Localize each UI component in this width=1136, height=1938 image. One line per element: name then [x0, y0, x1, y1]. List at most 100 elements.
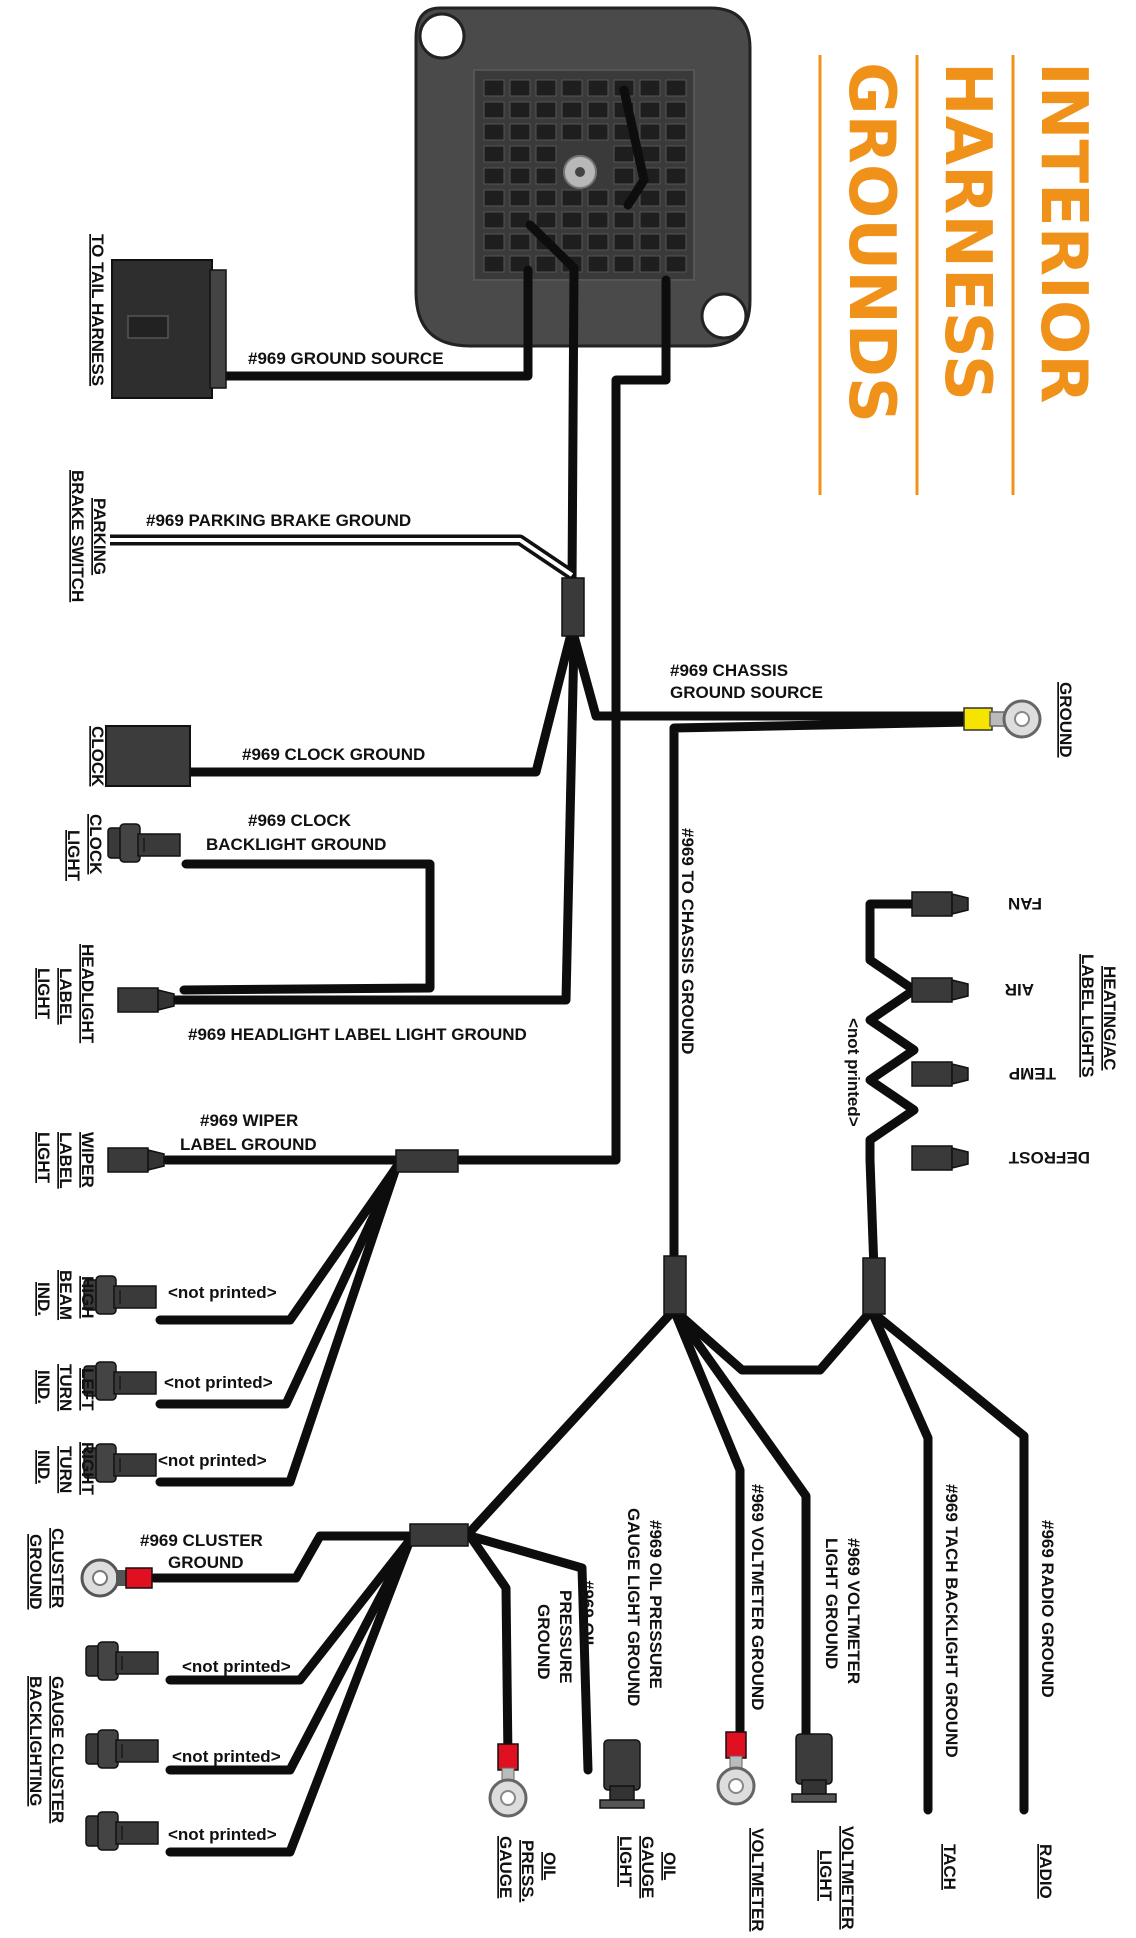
label-heating-ac-wire: <not printed> [844, 1018, 863, 1127]
fuse-slot [483, 145, 505, 163]
chassis-ground-eyelet-icon [963, 699, 1042, 739]
label-clock-backlight-1: #969 CLOCK [248, 811, 352, 830]
gauge-backlight-plug-icon [85, 1811, 159, 1851]
fuse-slot [509, 79, 531, 97]
headlight-label-plug-icon [117, 987, 175, 1013]
fuse-slot [665, 189, 687, 207]
label-radio-ground: #969 RADIO GROUND [1038, 1520, 1057, 1698]
label-parking-brake-ground: #969 PARKING BRAKE GROUND [146, 511, 411, 530]
fuse-slot [509, 123, 531, 141]
fuse-slot [561, 189, 583, 207]
fuse-slot [587, 233, 609, 251]
label-left-turn-wire: <not printed> [164, 1373, 273, 1392]
oil-gauge-light-plug-icon [599, 1739, 645, 1809]
component-radio: RADIO [1036, 1844, 1055, 1899]
fuse-slot [509, 101, 531, 119]
voltmeter-light-plug-icon [791, 1733, 837, 1803]
component-left-1: LEFT [78, 1368, 97, 1411]
component-headlight-1: HEADLIGHT [78, 944, 97, 1044]
wire-labels: #969 GROUND SOURCE #969 PARKING BRAKE GR… [140, 349, 823, 1844]
cluster-ground-eyelet-icon [80, 1558, 153, 1598]
fuse-slot [639, 101, 661, 119]
title-line-interior: INTERIOR [1026, 62, 1100, 404]
label-oil-pressure-3: GROUND [534, 1604, 553, 1680]
label-chassis-source-1: #969 CHASSIS [670, 661, 788, 680]
fuse-slots [483, 79, 687, 273]
title-line-harness: HARNESS [930, 62, 1004, 401]
fuse-slot [483, 79, 505, 97]
fuse-slot [535, 145, 557, 163]
component-right-2: TURN [56, 1446, 75, 1493]
label-wiper-1: #969 WIPER [200, 1111, 298, 1130]
fuse-slot [561, 211, 583, 229]
voltmeter-eyelet-icon [716, 1731, 756, 1806]
component-clock-light-2: LIGHT [64, 830, 83, 882]
fuse-slot [639, 233, 661, 251]
component-voltmeter-light-1: VOLTMETER [838, 1826, 857, 1930]
label-high-beam-wire: <not printed> [168, 1283, 277, 1302]
fuse-slot [613, 211, 635, 229]
component-cluster-1: CLUSTER [48, 1528, 67, 1608]
label-clock-backlight-2: BACKLIGHT GROUND [206, 835, 386, 854]
component-headlight-2: LABEL [56, 968, 75, 1025]
fuse-slot [665, 145, 687, 163]
fuse-slot [483, 101, 505, 119]
label-gauge-bl-wire-3: <not printed> [168, 1825, 277, 1844]
component-high-2: BEAM [56, 1270, 75, 1320]
component-oil-press-3: GAUGE [496, 1836, 515, 1898]
component-oil-press-2: PRESS. [518, 1840, 537, 1902]
fuse-slot [613, 167, 635, 185]
fuse-slot [483, 211, 505, 229]
fuse-slot [587, 255, 609, 273]
label-voltmeter-light-1: #969 VOLTMETER [844, 1538, 863, 1684]
label-tach-ground: #969 TACH BACKLIGHT GROUND [942, 1484, 961, 1758]
fuse-slot [639, 79, 661, 97]
splice-sleeve [409, 1523, 469, 1547]
splices [395, 577, 886, 1547]
component-right-3: IND. [34, 1450, 53, 1484]
fuse-slot [509, 189, 531, 207]
clock-connector-icon [105, 725, 191, 787]
clock-light-plug-icon [107, 823, 181, 863]
component-right-1: RIGHT [78, 1442, 97, 1496]
label-gauge-bl-wire-2: <not printed> [172, 1747, 281, 1766]
label-oil-light-1: #969 OIL PRESSURE [646, 1520, 665, 1689]
splice-sleeve [395, 1149, 459, 1173]
label-wiper-2: LABEL GROUND [180, 1135, 317, 1154]
fuse-slot [535, 255, 557, 273]
label-clock-ground: #969 CLOCK GROUND [242, 745, 425, 764]
fuse-slot [509, 145, 531, 163]
component-voltmeter-light-2: LIGHT [816, 1850, 835, 1902]
vertical-wire-labels: #969 TO CHASSIS GROUND <not printed> #96… [534, 828, 1057, 1758]
label-chassis-source-2: GROUND SOURCE [670, 683, 823, 702]
fuse-slot [639, 255, 661, 273]
fuse-slot [509, 167, 531, 185]
component-heating-2: LABEL LIGHTS [1078, 954, 1097, 1077]
mount-hole-icon [418, 12, 466, 60]
fuse-slot [587, 189, 609, 207]
label-voltmeter-ground: #969 VOLTMETER GROUND [748, 1484, 767, 1710]
fuse-slot [639, 189, 661, 207]
label-cluster-1: #969 CLUSTER [140, 1531, 263, 1550]
component-temp: TEMP [1009, 1064, 1056, 1083]
component-voltmeter: VOLTMETER [748, 1828, 767, 1932]
fuse-slot [665, 233, 687, 251]
fuse-slot [665, 123, 687, 141]
component-headlight-3: LIGHT [34, 968, 53, 1020]
label-voltmeter-light-2: LIGHT GROUND [822, 1538, 841, 1669]
fuse-slot [483, 123, 505, 141]
tail-harness-connector-icon [111, 259, 227, 399]
fuse-slot [561, 79, 583, 97]
component-wiper-3: LIGHT [34, 1132, 53, 1184]
component-left-3: IND. [34, 1370, 53, 1404]
component-ground: GROUND [1056, 682, 1075, 758]
component-oil-light-3: LIGHT [616, 1836, 635, 1888]
title-line-grounds: GROUNDS [834, 62, 908, 423]
splice-sleeve [561, 577, 585, 637]
wiper-label-plug-icon [107, 1147, 165, 1173]
fuse-slot [665, 101, 687, 119]
fuse-slot [483, 189, 505, 207]
air-plug-icon [911, 977, 969, 1003]
component-gauge-1: GAUGE CLUSTER [48, 1676, 67, 1823]
temp-plug-icon [911, 1061, 969, 1087]
